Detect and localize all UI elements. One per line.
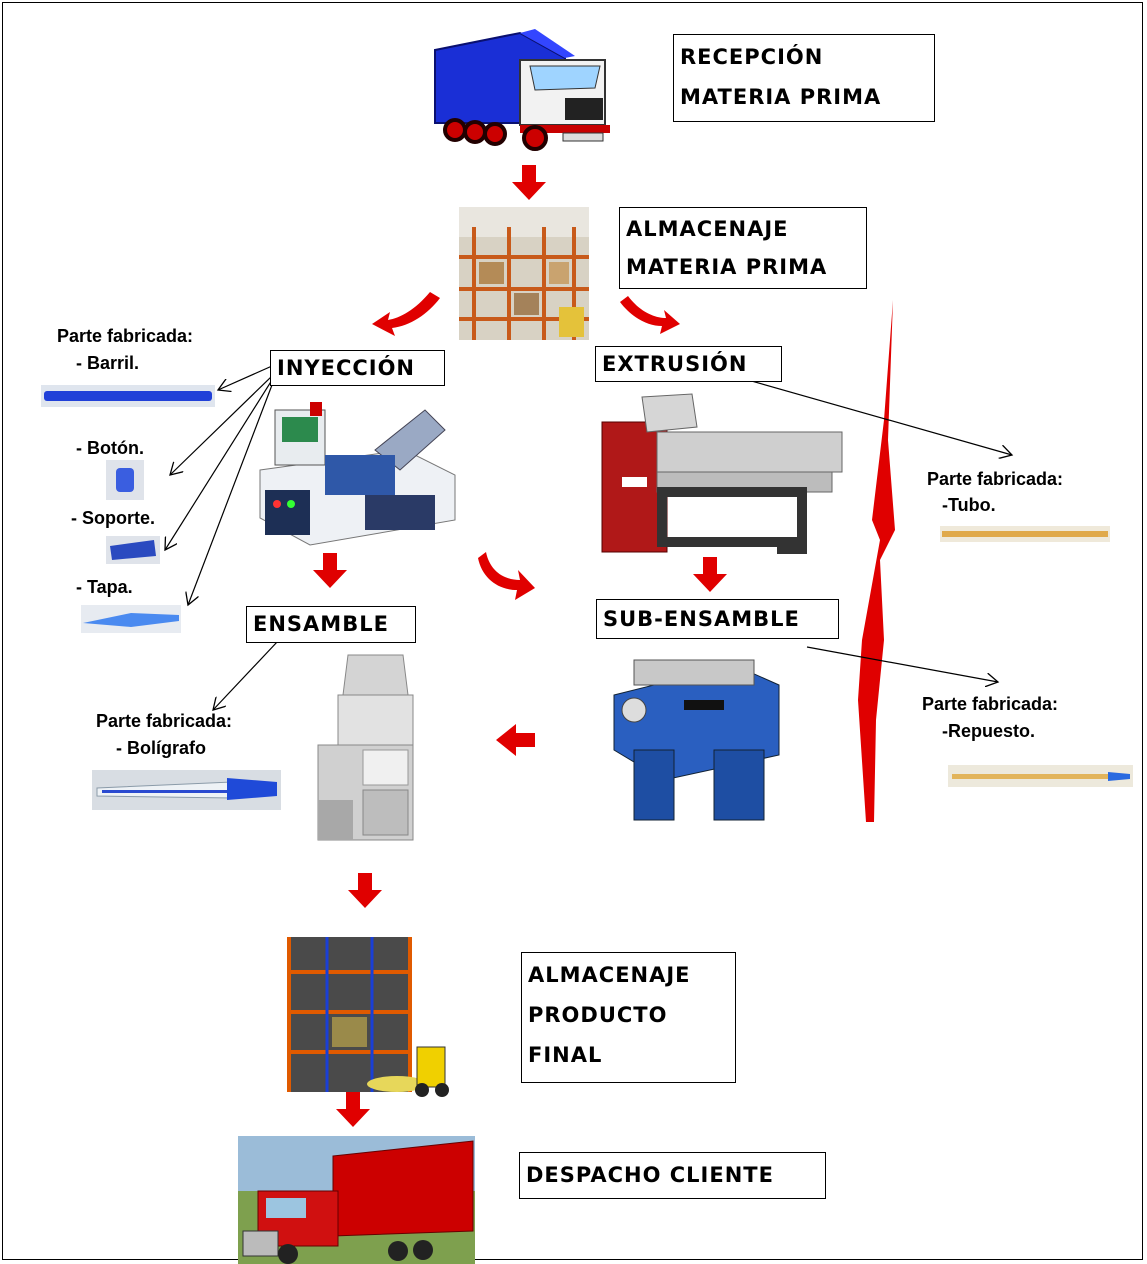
part-repuesto: -Repuesto. <box>942 721 1036 741</box>
sub-assembly-machine-image <box>613 659 780 821</box>
parts-ensamble-header: Parte fabricada: <box>96 711 233 731</box>
arrow-storage-to-dispatch <box>336 1092 370 1127</box>
return-red-shape <box>858 300 895 822</box>
step-sub-ensamble: SUB-ENSAMBLE <box>596 599 839 639</box>
step-despacho-label: DESPACHO CLIENTE <box>526 1163 774 1187</box>
barrel-part-image <box>41 385 215 407</box>
arrow-injection-to-assembly <box>313 553 347 588</box>
dispatch-truck-image <box>238 1136 475 1264</box>
step-almacenaje-mp-line1: ALMACENAJE <box>626 217 789 241</box>
red-arrows <box>313 165 895 1127</box>
step-almacenaje-mp: ALMACENAJE MATERIA PRIMA <box>619 207 867 289</box>
arrow-truck-to-warehouse <box>512 165 546 200</box>
step-recepcion-line1: RECEPCIÓN <box>680 45 824 69</box>
tube-part-image <box>940 526 1110 542</box>
step-ensamble: ENSAMBLE <box>246 606 416 643</box>
step-sub-ensamble-label: SUB-ENSAMBLE <box>603 607 800 631</box>
support-part-image <box>106 536 160 564</box>
arrow-subassembly-to-assembly <box>496 724 535 756</box>
part-boton: - Botón. <box>76 438 144 458</box>
final-storage-image <box>287 937 449 1097</box>
curved-arrow-center <box>478 552 535 600</box>
step-ensamble-label: ENSAMBLE <box>253 612 389 636</box>
step-almacenaje-pf-line2: PRODUCTO <box>528 1003 668 1027</box>
step-almacenaje-pf-line3: FINAL <box>528 1043 603 1067</box>
step-almacenaje-pf-line1: ALMACENAJE <box>528 963 691 987</box>
curved-arrow-to-injection <box>372 292 440 336</box>
delivery-truck-image <box>434 29 610 151</box>
extrusion-machine-image <box>601 393 843 554</box>
step-recepcion-line2: MATERIA PRIMA <box>680 85 882 109</box>
part-soporte: - Soporte. <box>71 508 155 528</box>
injection-machine-image <box>259 402 456 546</box>
refill-part-image <box>948 765 1133 787</box>
step-almacenaje-pf: ALMACENAJE PRODUCTO FINAL <box>521 952 736 1083</box>
parts-sub-header: Parte fabricada: <box>922 694 1059 714</box>
step-almacenaje-mp-line2: MATERIA PRIMA <box>626 255 828 279</box>
warehouse-image <box>459 207 589 340</box>
step-recepcion: RECEPCIÓN MATERIA PRIMA <box>673 34 935 122</box>
step-despacho: DESPACHO CLIENTE <box>519 1152 826 1199</box>
cap-part-image <box>81 605 181 633</box>
parts-extrusion-header: Parte fabricada: <box>927 469 1064 489</box>
step-inyeccion: INYECCIÓN <box>270 350 445 386</box>
part-boligrafo: - Bolígrafo <box>116 738 206 758</box>
parts-inyeccion-header: Parte fabricada: <box>57 326 194 346</box>
arrow-assembly-to-storage <box>348 873 382 908</box>
assembly-machine-image <box>317 654 414 841</box>
connector-lines <box>165 365 1012 710</box>
button-part-image <box>106 460 144 500</box>
part-tubo: -Tubo. <box>942 495 996 515</box>
arrow-extrusion-to-subassembly <box>693 557 727 592</box>
part-tapa: - Tapa. <box>76 577 133 597</box>
pen-product-image <box>92 770 281 810</box>
curved-arrow-to-extrusion <box>620 296 680 334</box>
part-barril: - Barril. <box>76 353 140 373</box>
step-extrusion: EXTRUSIÓN <box>595 346 782 382</box>
step-extrusion-label: EXTRUSIÓN <box>602 352 748 376</box>
step-inyeccion-label: INYECCIÓN <box>277 356 416 380</box>
